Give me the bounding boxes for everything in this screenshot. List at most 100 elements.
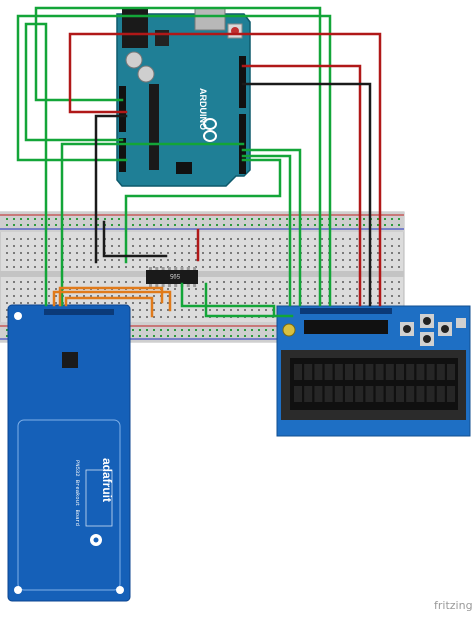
breadboard-hole [76,259,78,261]
breadboard-hole [237,259,239,261]
breadboard-hole [41,238,43,240]
breadboard-hole [41,218,43,220]
breadboard-hole [104,266,106,268]
breadboard-hole [146,266,148,268]
breadboard-hole [69,218,71,220]
breadboard-hole [104,295,106,297]
breadboard-hole [398,288,400,290]
breadboard-hole [293,281,295,283]
breadboard-hole [202,288,204,290]
breadboard-hole [167,259,169,261]
breadboard-hole [223,266,225,268]
breadboard-hole [293,224,295,226]
breadboard-hole [265,245,267,247]
breadboard-hole [153,335,155,337]
breadboard-hole [20,218,22,220]
breadboard-hole [279,238,281,240]
breadboard-hole [335,288,337,290]
breadboard-hole [342,252,344,254]
breadboard-hole [349,245,351,247]
breadboard-hole [118,295,120,297]
breadboard-hole [104,218,106,220]
capacitor-2 [137,65,155,83]
breadboard-hole [188,288,190,290]
breadboard-hole [265,329,267,331]
breadboard-hole [139,245,141,247]
breadboard-hole [6,238,8,240]
trimmer-pot-icon [282,323,296,337]
breadboard-hole [349,218,351,220]
breadboard-hole [244,245,246,247]
breadboard-hole [27,266,29,268]
lcd-button-cap [441,325,449,333]
breadboard-hole [230,266,232,268]
breadboard-hole [272,245,274,247]
breadboard-hole [174,316,176,318]
breadboard-hole [76,245,78,247]
breadboard-hole [34,245,36,247]
breadboard-hole [69,295,71,297]
breadboard-hole [384,288,386,290]
breadboard-hole [48,224,50,226]
breadboard-hole [83,295,85,297]
breadboard-hole [307,218,309,220]
breadboard-hole [111,302,113,304]
breadboard-hole [132,252,134,254]
breadboard-hole [237,281,239,283]
breadboard-hole [342,238,344,240]
breadboard-hole [111,224,113,226]
breadboard-hole [321,295,323,297]
breadboard-hole [216,245,218,247]
breadboard-hole [342,281,344,283]
breadboard-hole [356,266,358,268]
breadboard-hole [181,259,183,261]
wire-green [24,22,124,307]
breadboard-hole [286,302,288,304]
breadboard-hole [160,238,162,240]
chip-pin [180,267,184,270]
breadboard-hole [258,309,260,311]
breadboard-hole [167,295,169,297]
breadboard-hole [244,224,246,226]
breadboard-hole [251,266,253,268]
breadboard-hole [251,335,253,337]
breadboard-hole [118,238,120,240]
breadboard-hole [314,288,316,290]
breadboard-hole [307,238,309,240]
lcd-character-cell [365,386,374,402]
breadboard-hole [34,238,36,240]
breadboard-hole [125,295,127,297]
breadboard-hole [384,302,386,304]
breadboard-hole [321,245,323,247]
breadboard-hole [258,224,260,226]
breadboard-hole [188,329,190,331]
breadboard-hole [20,245,22,247]
breadboard-hole [349,224,351,226]
breadboard-hole [384,218,386,220]
breadboard-hole [139,224,141,226]
breadboard-hole [377,302,379,304]
breadboard-hole [398,295,400,297]
breadboard-hole [209,329,211,331]
breadboard-hole [272,266,274,268]
breadboard-hole [20,259,22,261]
breadboard-hole [398,238,400,240]
lcd-character-cell [396,364,404,380]
breadboard-hole [258,252,260,254]
breadboard-hole [391,238,393,240]
lcd-pin-header [300,308,392,314]
breadboard-hole [97,266,99,268]
pn532-mount-hole [14,312,22,320]
lcd-character-cell [436,364,445,380]
breadboard-hole [90,224,92,226]
breadboard-hole [34,252,36,254]
breadboard-hole [97,295,99,297]
breadboard-hole [146,335,148,337]
breadboard-hole [13,238,15,240]
breadboard-hole [398,259,400,261]
breadboard-hole [363,302,365,304]
lcd-character-cells [294,364,455,402]
breadboard-hole [209,224,211,226]
breadboard-hole [216,295,218,297]
